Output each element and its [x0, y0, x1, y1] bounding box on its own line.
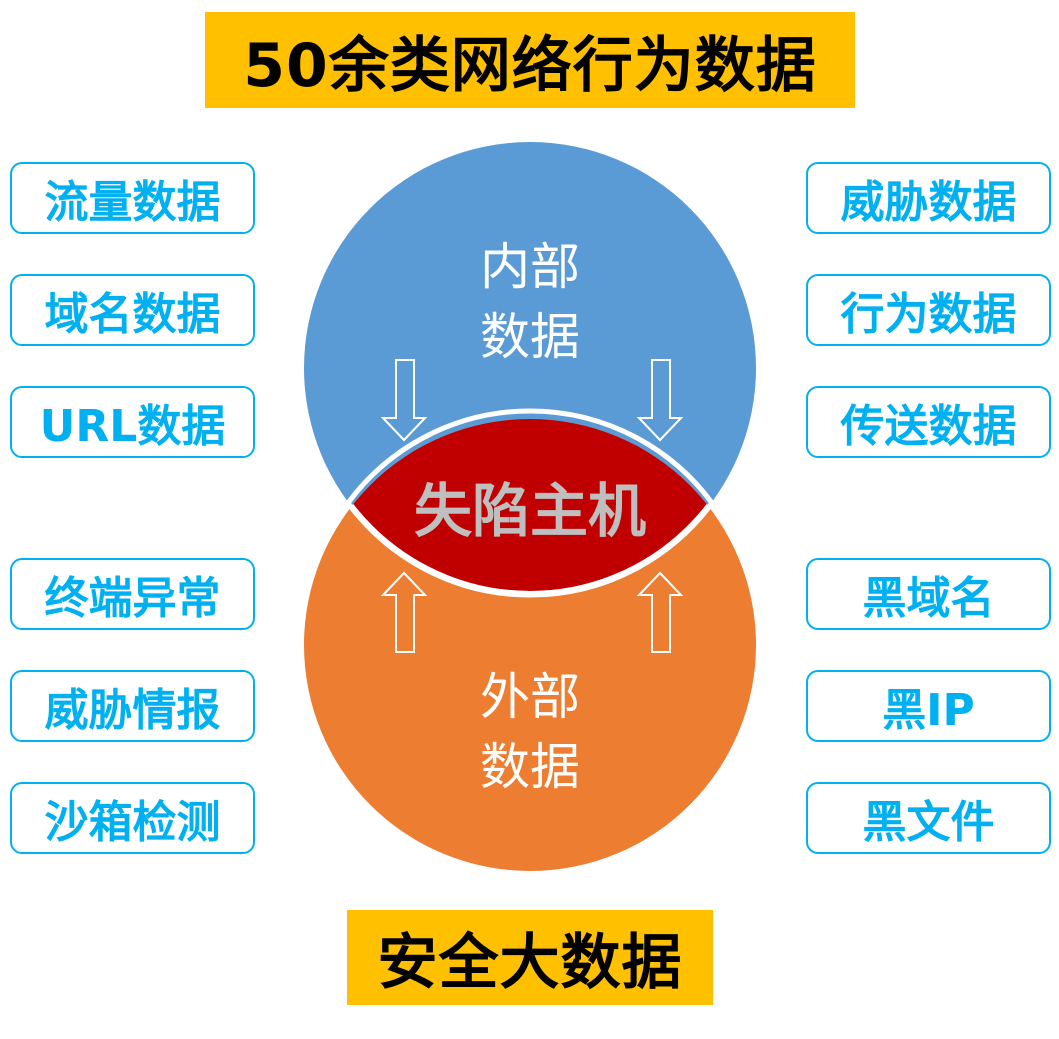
tag-threat-intel: 威胁情报 [10, 670, 255, 742]
tag-endpoint-anomaly: 终端异常 [10, 558, 255, 630]
title-banner: 50余类网络行为数据 [205, 12, 855, 108]
internal-data-label-line2: 数据 [480, 308, 580, 366]
footer-banner: 安全大数据 [347, 910, 713, 1005]
up-arrow-icon [380, 571, 428, 653]
internal-data-label: 内部 数据 [430, 232, 630, 372]
down-arrow-icon [380, 359, 428, 442]
external-data-label-line1: 外部 [480, 668, 580, 726]
external-data-label-line2: 数据 [480, 738, 580, 796]
tag-black-domain: 黑域名 [806, 558, 1051, 630]
tag-domain-data: 域名数据 [10, 274, 255, 346]
intersection-outline [344, 408, 716, 598]
tag-sandbox-detection: 沙箱检测 [10, 782, 255, 854]
external-data-label: 外部 数据 [430, 662, 630, 802]
internal-data-label-line1: 内部 [480, 238, 580, 296]
compromised-host-label: 失陷主机 [413, 477, 646, 545]
tag-traffic-data: 流量数据 [10, 162, 255, 234]
up-arrow-icon [636, 571, 684, 653]
tag-transfer-data: 传送数据 [806, 386, 1051, 458]
tag-url-data: URL数据 [10, 386, 255, 458]
tag-behavior-data: 行为数据 [806, 274, 1051, 346]
tag-black-ip: 黑IP [806, 670, 1051, 742]
tag-black-file: 黑文件 [806, 782, 1051, 854]
tag-threat-data: 威胁数据 [806, 162, 1051, 234]
down-arrow-icon [636, 359, 684, 442]
